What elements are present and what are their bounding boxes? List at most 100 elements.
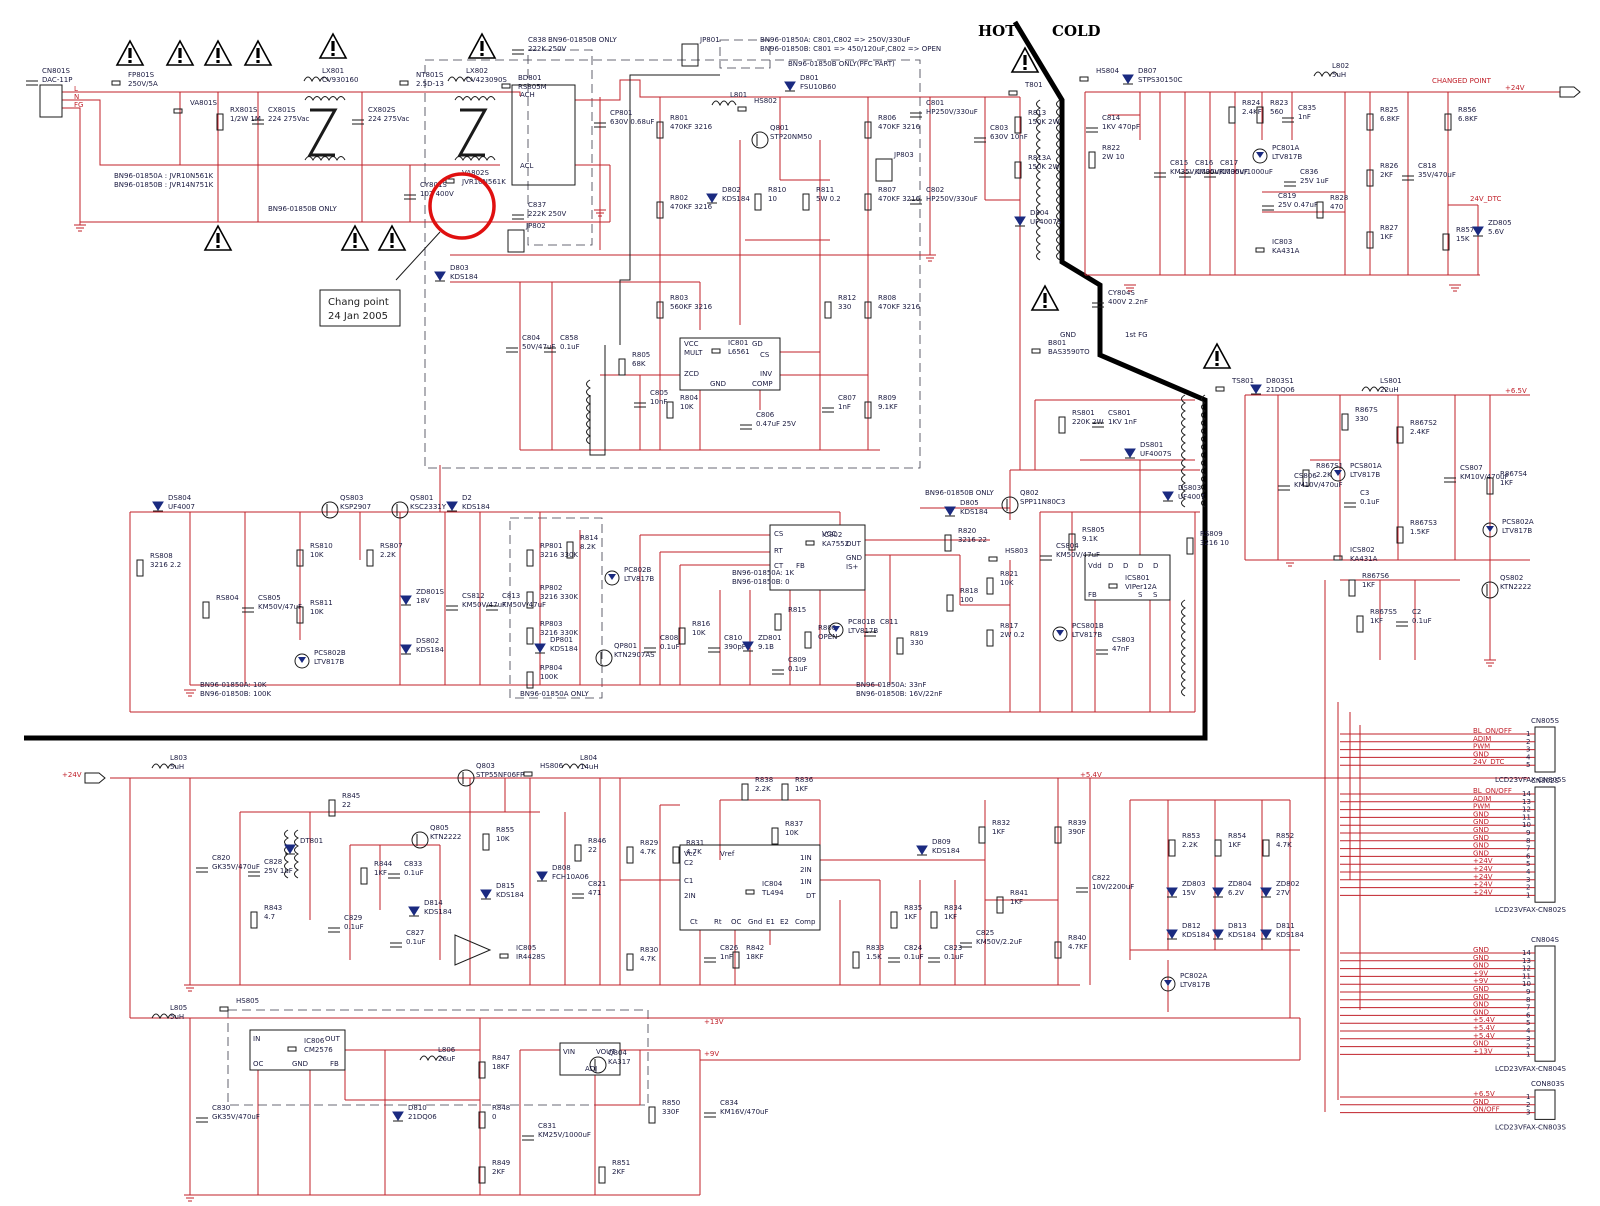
part-ref: C801 xyxy=(926,99,944,107)
resistor-symbol xyxy=(136,559,144,577)
part-ref: C829 xyxy=(344,914,362,922)
diode-symbol xyxy=(1260,887,1272,897)
connector-pin-number: 5 xyxy=(1526,1019,1530,1027)
part-ref: PCS802B xyxy=(314,649,346,657)
plus24v-out-arrow xyxy=(1559,86,1581,98)
part-value: FSU10B60 xyxy=(800,83,836,91)
part-ref: D812 xyxy=(1182,922,1201,930)
part-ref: Q801 xyxy=(770,124,789,132)
part-value: 1nF xyxy=(1298,113,1311,121)
diode-symbol xyxy=(1166,887,1178,897)
part-ref: CS806 xyxy=(1294,472,1317,480)
part-ref: QS801 xyxy=(410,494,433,502)
connector-pin-number: 10 xyxy=(1522,980,1531,988)
part-ref: PCS802A xyxy=(1502,518,1534,526)
ic804-e2-pin: E2 xyxy=(780,918,789,926)
part-value: UF4007S xyxy=(1140,450,1172,458)
part-ref: C803 xyxy=(990,124,1008,132)
part-value: 102 400V xyxy=(420,190,454,198)
part-value: 50V/47uF xyxy=(522,343,555,351)
part-value: 0.1uF xyxy=(406,938,426,946)
connector-pin-signal: ON/OFF xyxy=(1473,1106,1500,1114)
ic802-is-pin: IS+ xyxy=(846,563,859,571)
part-ref: L806 xyxy=(438,1046,456,1054)
part-value: KM50V/47uF xyxy=(462,601,506,609)
part-value: 0.1uF xyxy=(1360,498,1380,506)
hot-zone-label: HOT xyxy=(978,22,1017,40)
part-value: 330 xyxy=(1355,415,1368,423)
resistor-symbol xyxy=(1396,526,1404,544)
callout-line-1: Chang point xyxy=(328,297,389,308)
note-1: BN96-01850B : JVR14N751K xyxy=(114,181,214,189)
resistor-symbol xyxy=(1088,151,1096,169)
lx801-choke-top-winding xyxy=(304,96,346,102)
part-value: 1KF xyxy=(1370,617,1383,625)
part-ref: CX801S xyxy=(268,106,296,114)
diode-symbol xyxy=(480,889,492,899)
part-ref: TS801 xyxy=(1231,377,1254,385)
part-ref: DS803 xyxy=(1178,484,1201,492)
part-va801s: VA801S xyxy=(173,99,217,114)
resistor-symbol xyxy=(216,113,224,131)
warning-exclamation-dot xyxy=(1215,363,1219,366)
transistor-symbol xyxy=(595,649,613,667)
components: CN801SDAC-11PFP801S250V/5AVA801SRX801S1/… xyxy=(26,36,1534,1184)
part-value: KDS184 xyxy=(416,646,444,654)
ics801-viper12a xyxy=(1084,554,1171,601)
generic-part-symbol xyxy=(523,771,533,777)
part-value: UF4007 xyxy=(1178,493,1205,501)
part-value: 10K xyxy=(1000,579,1014,587)
part-ref: RS811 xyxy=(310,599,333,607)
part-value: LTV817B xyxy=(1350,471,1380,479)
connector-pin-number: 2 xyxy=(1526,738,1530,746)
warning-exclamation-dot xyxy=(128,60,132,63)
part-ref: C818 xyxy=(1418,162,1436,170)
part-ref: C821 xyxy=(588,880,606,888)
connector-cn805s: CN805SLCD23VFAX-CN805S1BL_ON/OFF2ADIM3PW… xyxy=(1340,717,1567,784)
part-value: KSC2331Y xyxy=(410,503,447,511)
part-value: KM10V/470uF xyxy=(1294,481,1343,489)
generic-part-symbol xyxy=(287,1046,297,1052)
part-value: LTV817B xyxy=(1502,527,1532,535)
warning-exclamation-bar xyxy=(216,48,220,58)
lx802-choke-top xyxy=(454,96,496,102)
part-value: 1KF xyxy=(1228,841,1241,849)
connector-pin-number: 9 xyxy=(1526,829,1530,837)
part-value: 100 xyxy=(960,596,973,604)
part-value: 1KF xyxy=(374,869,387,877)
part-value: 18KF xyxy=(492,1063,510,1071)
optocoupler-led xyxy=(298,657,306,663)
resistor-symbol xyxy=(754,193,762,211)
part-value: 390F xyxy=(1068,828,1085,836)
part-value: 630V 10nF xyxy=(990,133,1028,141)
part-ref: R842 xyxy=(746,944,764,952)
part-ref: C2 xyxy=(1412,608,1421,616)
connector-pin-signal: +24V xyxy=(1473,857,1493,865)
lx801-choke-bottom-winding xyxy=(304,156,346,162)
connector-pin-number: 12 xyxy=(1522,806,1531,814)
part-c2: C20.1uF xyxy=(1396,608,1432,627)
